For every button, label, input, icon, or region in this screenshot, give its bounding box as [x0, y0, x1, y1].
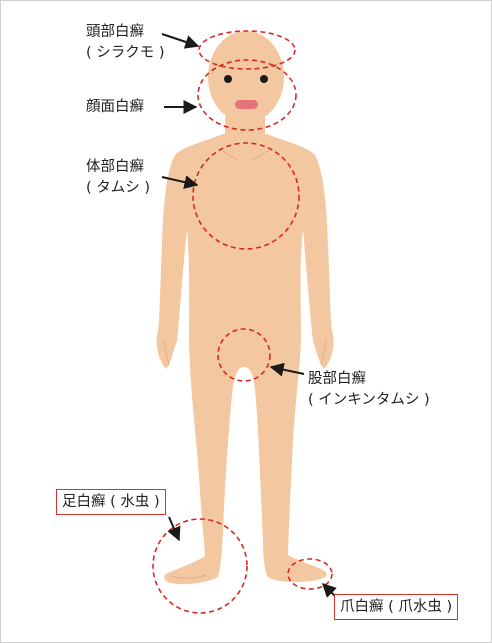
nail-region-outline: [287, 558, 333, 590]
face-label-name: 顔面白癬: [86, 99, 144, 115]
groin-label: 股部白癬 ( インキンタムシ ): [308, 369, 430, 411]
mouth: [235, 100, 258, 109]
skin-contours: [163, 148, 327, 579]
left-eye: [224, 75, 232, 83]
body-arrow: [161, 175, 199, 190]
face-label: 顔面白癬: [86, 97, 144, 118]
face-region-outline: [197, 59, 297, 131]
groin-label-name: 股部白癬: [308, 371, 366, 387]
foot-label-name: 足白癬 ( 水虫 ): [62, 494, 160, 510]
foot-label-box: 足白癬 ( 水虫 ): [56, 489, 166, 515]
body-region-outline: [192, 142, 300, 250]
head-region-outline: [198, 30, 296, 70]
nail-label-box: 爪白癬 ( 爪水虫 ): [334, 594, 459, 620]
head-arrow: [161, 33, 200, 49]
head-label-name: 頭部白癬: [86, 24, 144, 40]
head-label: 頭部白癬 ( シラクモ ): [86, 22, 165, 64]
torso-and-limbs: [156, 134, 334, 585]
foot-arrow: [167, 516, 181, 542]
body-label-common-name: ( タムシ ): [86, 180, 151, 196]
nail-label-name: 爪白癬 ( 爪水虫 ): [340, 599, 453, 615]
body-label: 体部白癬 ( タムシ ): [86, 157, 150, 199]
head: [208, 31, 284, 123]
groin-arrow: [269, 362, 305, 377]
groin-region-outline: [217, 328, 271, 382]
foot-region-outline: [152, 518, 248, 614]
head-label-common-name: ( シラクモ ): [86, 45, 165, 61]
groin-label-common-name: ( インキンタムシ ): [308, 392, 430, 408]
body-label-name: 体部白癬: [86, 159, 144, 175]
body-silhouette: [156, 31, 334, 585]
right-eye: [260, 75, 268, 83]
